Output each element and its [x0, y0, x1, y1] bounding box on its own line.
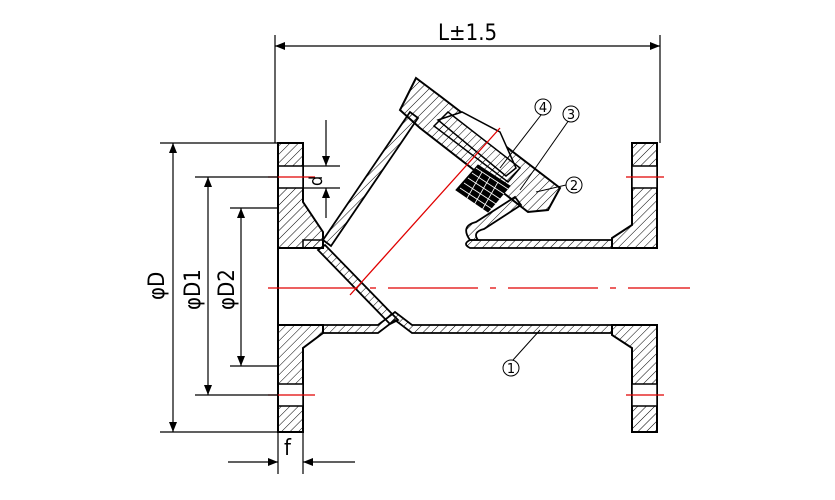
left-flange-upper-section	[277, 142, 324, 249]
diameter-d1-label: φD1	[181, 269, 206, 310]
diameter-d-label: φD	[145, 272, 170, 300]
balloon-leaders	[499, 114, 570, 361]
flange-thickness-label: f	[284, 436, 292, 461]
gasket-shape	[432, 111, 522, 184]
left-flange-lower-section	[277, 324, 324, 433]
balloon-2-text: 2	[570, 179, 578, 194]
balloon-3-text: 3	[567, 108, 575, 123]
branch-centerline	[349, 127, 501, 296]
filter-screen	[455, 164, 511, 213]
diameter-d2-label: φD2	[215, 269, 240, 310]
balloon-3: 3	[562, 105, 580, 123]
bolt-hole-label: d	[306, 176, 327, 186]
right-flange-lower-section	[611, 324, 658, 433]
body-internal-seat	[316, 243, 400, 326]
balloon-1-text: 1	[507, 362, 515, 377]
body-upper-wall-right	[465, 239, 613, 249]
balloon-2: 2	[565, 176, 583, 194]
body-branch-left-wall	[321, 110, 420, 248]
gasket	[432, 111, 522, 184]
valve-body	[302, 110, 613, 334]
left-flange	[277, 142, 324, 433]
balloon-1: 1	[502, 359, 520, 377]
balloon-4-text: 4	[539, 101, 547, 116]
length-label: L±1.5	[438, 21, 497, 46]
right-flange-upper-section	[611, 142, 658, 249]
balloon-4: 4	[534, 98, 552, 116]
body-upper-wall-left	[302, 239, 324, 249]
centerlines	[268, 127, 690, 396]
dimensions	[160, 35, 661, 474]
body-lower-wall	[322, 310, 613, 334]
